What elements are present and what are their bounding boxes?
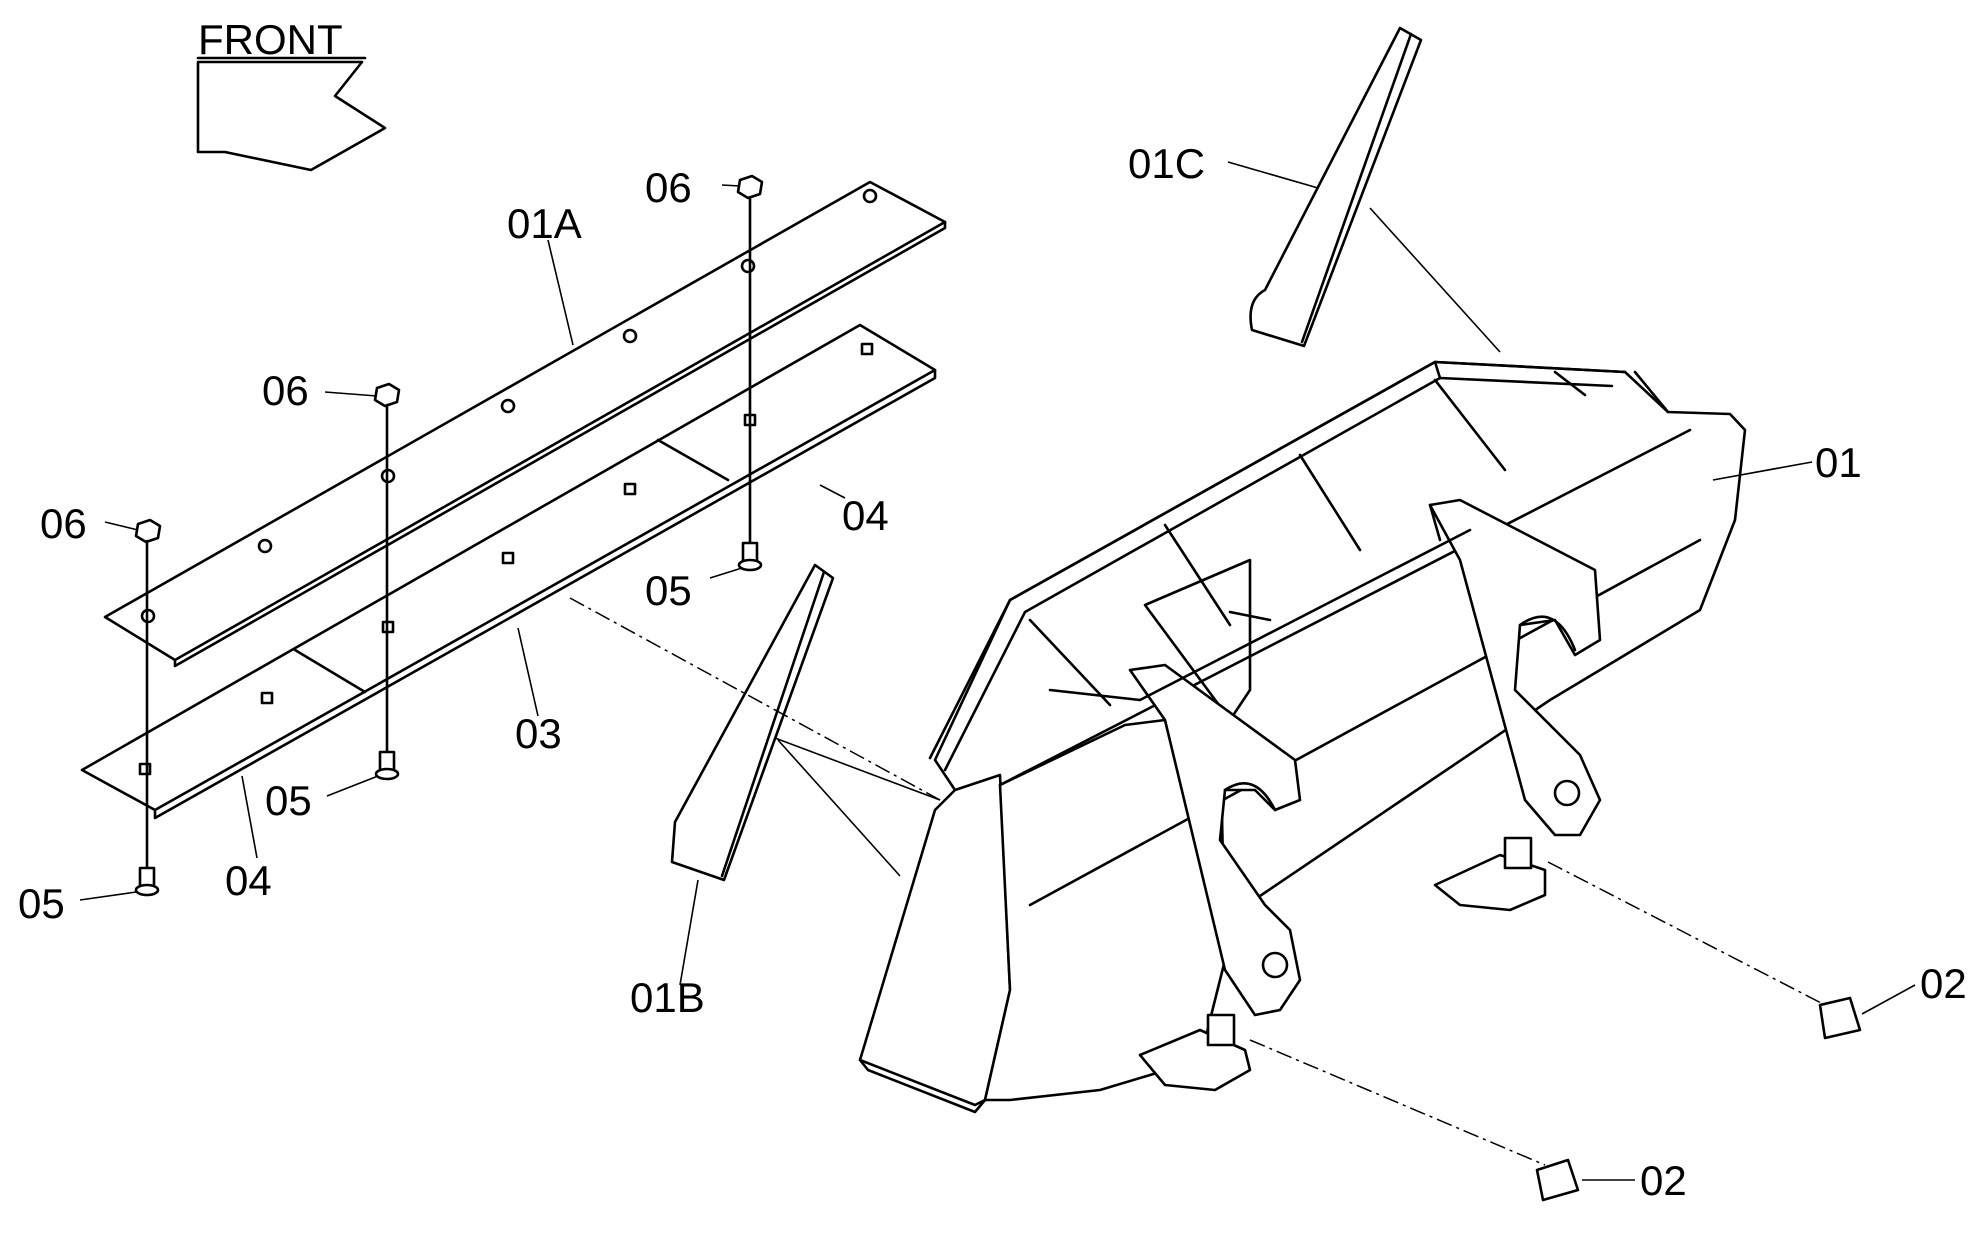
- leader-lines: [79, 161, 1916, 1181]
- part-06-nut-right: [736, 174, 764, 550]
- part-05-bolt-middle: [374, 750, 400, 781]
- assembly-lines: [569, 207, 1826, 1166]
- label-02-top: 02: [1920, 960, 1967, 1007]
- label-05-right: 05: [645, 567, 692, 614]
- part-02-stopper-top: [1818, 996, 1862, 1040]
- label-05-middle: 05: [265, 777, 312, 824]
- part-06-nut-middle: [373, 382, 401, 760]
- part-05-bolt-left: [134, 866, 160, 897]
- label-04-right: 04: [842, 492, 889, 539]
- label-06-middle: 06: [262, 367, 309, 414]
- label-06-left: 06: [40, 500, 87, 547]
- label-01b: 01B: [630, 974, 705, 1021]
- label-01c: 01C: [1128, 140, 1205, 187]
- label-03: 03: [515, 710, 562, 757]
- front-arrow: FRONT: [196, 16, 387, 172]
- part-06-nut-left: [134, 518, 162, 877]
- part-01a-plate: [103, 180, 947, 668]
- label-01a: 01A: [507, 200, 582, 247]
- label-02-bottom: 02: [1640, 1157, 1687, 1204]
- label-06-right: 06: [645, 164, 692, 211]
- part-05-bolt-right: [737, 541, 763, 572]
- label-05-left: 05: [18, 880, 65, 927]
- part-03-04-cutting-edge: [80, 323, 937, 820]
- part-02-stopper-bottom: [1535, 1158, 1580, 1202]
- part-01-bucket: [858, 360, 1747, 1114]
- part-labels: 01A 06 06 06 04 05 03 05 04 05 01B 01C 0…: [18, 140, 1967, 1204]
- label-04-left: 04: [225, 857, 272, 904]
- front-label: FRONT: [198, 16, 343, 63]
- label-01: 01: [1815, 439, 1862, 486]
- part-01c-side-wear-plate: [1249, 26, 1423, 348]
- part-01b-side-wear-plate: [670, 563, 835, 882]
